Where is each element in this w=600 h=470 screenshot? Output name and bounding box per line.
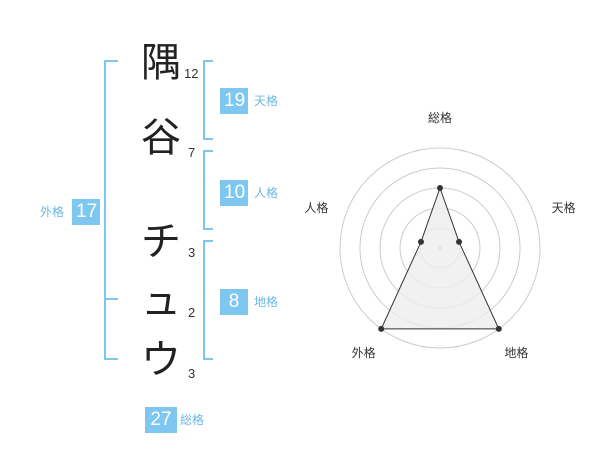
jinkaku-bracket [203,150,205,230]
radar-axis-label-3: 地格 [504,345,528,360]
gaikaku-bracket [104,60,106,360]
chikaku-value: 8 [220,289,248,315]
name-char-1: 隅 [141,40,181,86]
stroke-count-3: 3 [188,245,196,260]
name-char-4: ュ [141,278,181,324]
radar-ring-5 [339,147,541,349]
radar-axis-label-5: 人格 [304,200,328,215]
radar-point-2 [456,238,463,245]
jinkaku-bracket-top [203,150,213,152]
gaikaku-label: 外格 [40,205,65,219]
radar-axis-label-1: 総格 [428,110,452,125]
jinkaku-bracket-bottom [203,228,213,230]
chikaku-label: 地格 [254,295,279,309]
radar-data-polygon [380,186,500,330]
jinkaku-value: 10 [220,180,248,206]
chikaku-bracket [203,240,205,360]
gaikaku-bracket-mid [104,298,118,300]
jinkaku-label: 人格 [254,186,279,200]
chikaku-bracket-top [203,240,213,242]
radar-axis-label-2: 天格 [552,200,576,215]
stroke-count-5: 3 [188,366,196,381]
stroke-count-1: 12 [184,66,199,81]
chikaku-bracket-bottom [203,358,213,360]
tenkaku-label: 天格 [254,94,279,108]
stroke-count-4: 2 [188,305,196,320]
radar-point-5 [417,238,424,245]
name-char-2: 谷 [141,115,181,161]
name-char-3: チ [141,219,181,265]
gaikaku-bracket-top [104,60,118,62]
gaikaku-value: 17 [72,199,100,225]
gaikaku-bracket-bottom [104,358,118,360]
radar-point-3 [495,325,502,332]
tenkaku-bracket-top [203,60,213,62]
radar-point-4 [378,325,385,332]
soukaku-value: 27 [145,407,177,433]
tenkaku-bracket [203,60,205,140]
tenkaku-bracket-bottom [203,138,213,140]
radar-point-1 [437,185,443,191]
tenkaku-value: 19 [220,88,248,114]
radar-axis-label-4: 外格 [352,345,376,360]
stroke-count-2: 7 [188,145,196,160]
name-char-5: ウ [141,337,181,383]
soukaku-label: 総格 [180,413,205,427]
